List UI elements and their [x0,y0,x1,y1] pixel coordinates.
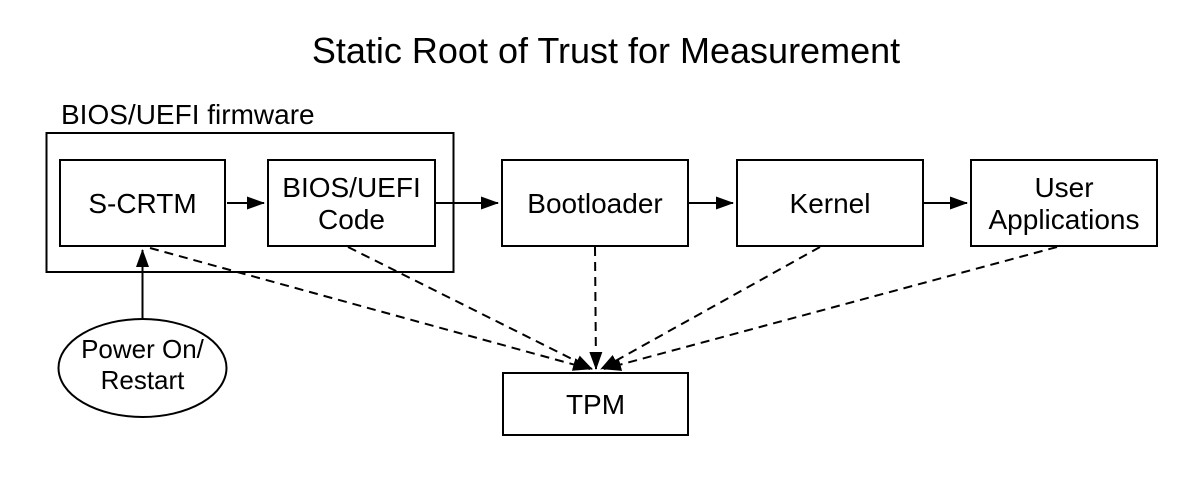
node-user-applications: User Applications [970,159,1158,247]
node-tpm: TPM [502,372,689,436]
edge-bioscode-to-tpm [347,246,593,370]
node-kernel: Kernel [736,159,924,247]
bios-uefi-code-box [267,159,436,247]
edge-scrtm-to-tpm [149,247,591,371]
user-applications-box [970,159,1158,247]
power-on-restart-label-line2: Restart [101,365,186,395]
s-crtm-label: S-CRTM [88,188,196,219]
s-crtm-box [59,159,226,247]
power-on-restart-label-line1: Power On/ [81,334,205,364]
node-bootloader: Bootloader [501,159,689,247]
kernel-label: Kernel [790,188,871,219]
node-s-crtm: S-CRTM [59,159,226,247]
user-applications-label-line2: Applications [989,204,1140,235]
kernel-box [736,159,924,247]
bios-uefi-code-label-line2: Code [318,204,385,235]
bios-uefi-code-label-line1: BIOS/UEFI [282,172,420,203]
bootloader-label: Bootloader [527,188,662,219]
firmware-group-label: BIOS/UEFI firmware [61,99,315,130]
diagram-title: Static Root of Trust for Measurement [312,30,900,71]
user-applications-label-line1: User [1034,172,1093,203]
node-power-on-restart: Power On/ Restart [57,318,228,418]
node-bios-uefi-code: BIOS/UEFI Code [267,159,436,247]
tpm-box [502,372,689,436]
tpm-label: TPM [566,389,625,420]
edge-userapps-to-tpm [603,246,1058,371]
edge-kernel-to-tpm [600,246,821,370]
edge-bootloader-to-tpm [589,246,603,370]
